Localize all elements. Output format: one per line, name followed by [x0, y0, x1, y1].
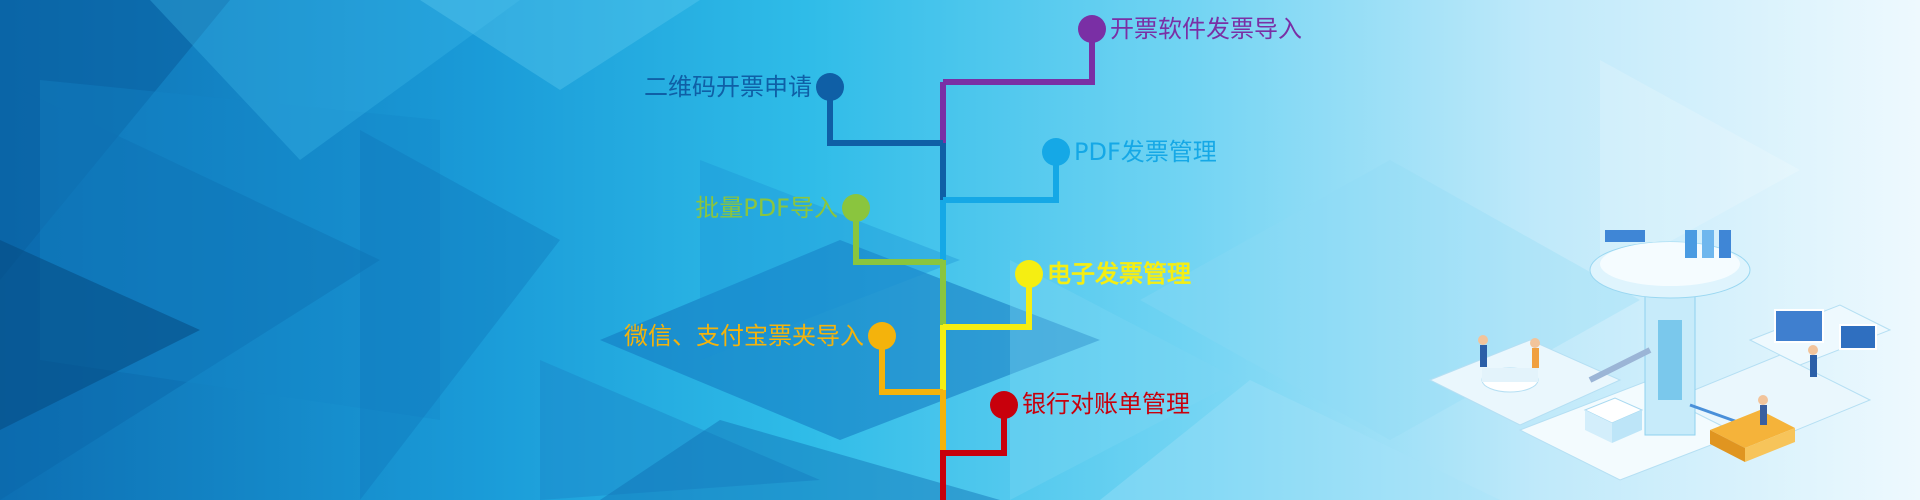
- person: [1760, 405, 1767, 425]
- node-dot-qrcode-invoice-apply: [816, 73, 844, 101]
- bg-shape: [360, 130, 560, 500]
- branch-invoice-software-import: [943, 31, 1095, 85]
- node-dot-pdf-invoice-manage: [1042, 138, 1070, 166]
- node-dot-invoice-software-import: [1078, 15, 1106, 43]
- bg-shape: [0, 0, 230, 280]
- person: [1810, 355, 1817, 377]
- feature-tree: [827, 31, 1095, 500]
- tower-window: [1658, 320, 1682, 400]
- bg-shape: [150, 0, 520, 160]
- bg-shape: [0, 80, 380, 500]
- bar-icon: [1719, 230, 1731, 258]
- branch-pdf-invoice-manage: [943, 153, 1059, 203]
- bg-shape: [600, 420, 1000, 500]
- label-pdf-invoice-manage: PDF发票管理: [1074, 138, 1217, 166]
- pipe: [1588, 347, 1652, 383]
- monitor: [1774, 309, 1824, 343]
- bg-shape: [1600, 60, 1800, 280]
- branch-bank-statement-manage: [943, 406, 1007, 456]
- bg-shape: [1010, 260, 1240, 500]
- label-e-invoice-manage: 电子发票管理: [1047, 260, 1191, 288]
- bg-shape: [1100, 380, 1500, 500]
- box-side: [1745, 428, 1795, 462]
- branch-batch-pdf-import: [853, 208, 943, 265]
- bg-shape: [600, 240, 1100, 440]
- label-batch-pdf-import: 批量PDF导入: [695, 194, 838, 222]
- node-dot-bank-statement-manage: [990, 391, 1018, 419]
- person: [1532, 348, 1539, 368]
- node-dot-e-invoice-manage: [1015, 260, 1043, 288]
- person-head: [1530, 338, 1540, 348]
- bg-shape: [420, 0, 700, 90]
- branch-qrcode-invoice-apply: [827, 88, 943, 146]
- person-head: [1478, 335, 1488, 345]
- branch-wechat-alipay-import: [879, 337, 943, 395]
- node-dot-wechat-alipay-import: [868, 322, 896, 350]
- branch-e-invoice-manage: [943, 276, 1032, 330]
- box-side: [1710, 430, 1745, 462]
- cube-side: [1585, 410, 1612, 443]
- bar-icon: [1685, 230, 1697, 258]
- box: [1710, 410, 1795, 448]
- label-qrcode-invoice-apply: 二维码开票申请: [644, 73, 812, 101]
- label-invoice-software-import: 开票软件发票导入: [1110, 15, 1302, 43]
- label-wechat-alipay-import: 微信、支付宝票夹导入: [624, 322, 864, 350]
- bar-icon: [1702, 230, 1714, 258]
- monitor: [1839, 324, 1877, 350]
- desk-body: [1482, 368, 1538, 382]
- bg-shape: [700, 160, 960, 360]
- dashboard-panel: [1605, 230, 1645, 242]
- bg-shape: [540, 360, 820, 500]
- bg-shape: [0, 240, 200, 430]
- label-bank-statement-manage: 银行对账单管理: [1022, 390, 1190, 418]
- node-dot-batch-pdf-import: [842, 194, 870, 222]
- person-head: [1808, 345, 1818, 355]
- person-head: [1758, 395, 1768, 405]
- cube-side: [1612, 410, 1642, 443]
- person: [1480, 345, 1487, 367]
- isometric-illustration: [1428, 230, 1892, 481]
